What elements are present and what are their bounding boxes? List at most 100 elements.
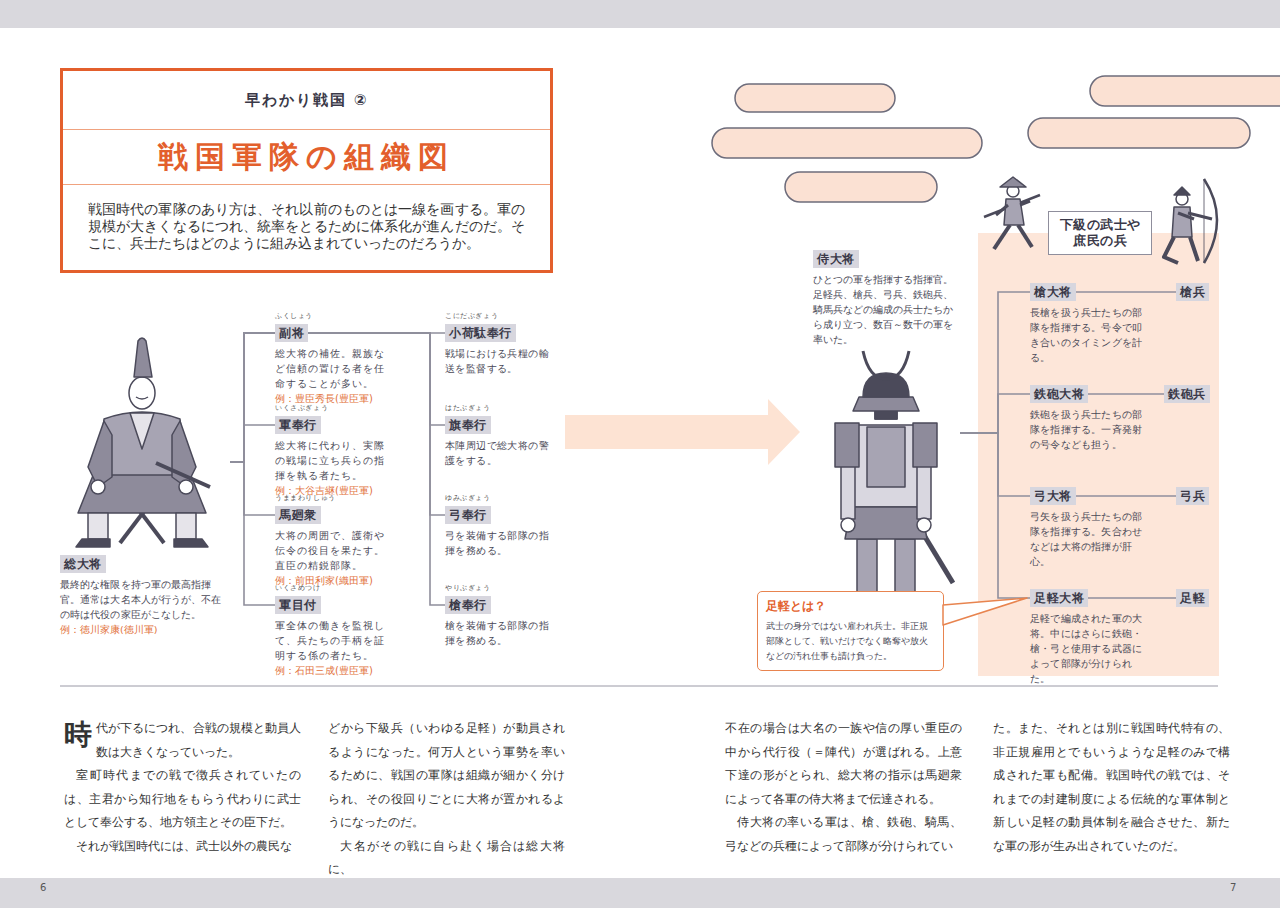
note-callout: 足軽とは？ 武士の身分ではない雇われ兵士。非正規部隊として、戦いだけでなく略奪や放…: [757, 591, 944, 671]
soldier-figures: [1000, 177, 1026, 187]
soldier-figures: [1204, 179, 1205, 263]
soldier-figures: [1020, 201, 1030, 205]
role-description: 長槍を扱う兵士たちの部隊を指揮する。号令で叩き合いのタイミングを計る。: [1030, 305, 1152, 365]
role-heading: 軍奉行: [275, 416, 321, 434]
role-description: 鉄砲を扱う兵士たちの部隊を指揮する。一斉発射の号令なども担う。: [1030, 407, 1152, 452]
org-box: 槍大将長槍を扱う兵士たちの部隊を指揮する。号令で叩き合いのタイミングを計る。: [1030, 281, 1152, 365]
org-box: 旗奉行本陣周辺で総大将の警護をする。: [445, 414, 557, 468]
role-description: 足軽で編成された軍の大将。中にはさらに鉄砲・槍・弓と使用する武器によって部隊が分…: [1030, 611, 1152, 686]
callout-pointer: [943, 598, 1027, 625]
role-description: 弓を装備する部隊の指揮を務める。: [445, 528, 557, 558]
cloud: [1090, 76, 1280, 106]
role-description: 総大将の補佐。親族など信頼の置ける者を任命することが多い。: [275, 346, 393, 391]
bottom-bar: [0, 878, 1280, 908]
org-connector: [230, 333, 275, 462]
commander-figure: [174, 539, 208, 547]
text-column: 不在の場合は大名の一族や信の厚い重臣の中から代行役（＝陣代）が選ばれる。上意下達…: [725, 716, 962, 857]
role-description: 最終的な権限を持つ軍の最高指揮官。通常は大名本人が行うが、不在の時は代役の家臣が…: [60, 577, 230, 622]
soldier-figures: [994, 225, 1010, 249]
samurai-figure: [835, 351, 953, 603]
cloud: [785, 172, 937, 202]
cloud: [712, 76, 1280, 202]
org-box: 足軽: [1176, 587, 1209, 607]
org-connector: [960, 433, 1030, 496]
samurai-figure: [813, 347, 960, 609]
samurai-figure: [853, 397, 919, 411]
role-heading: 弓奉行: [445, 506, 491, 524]
role-description: 武士の身分ではない雇われ兵士。非正規部隊として、戦いだけでなく略奪や放火などの汚…: [766, 618, 935, 663]
role-heading: 足軽: [1176, 589, 1209, 607]
role-heading: 槍兵: [1176, 283, 1209, 301]
furigana: ふくしょう: [275, 312, 313, 321]
org-connector: [1076, 495, 1177, 497]
soldier-figures: [1178, 213, 1194, 219]
role-heading: 副将: [275, 324, 308, 342]
page-number: 7: [1230, 881, 1236, 895]
samurai-figure: [835, 423, 859, 467]
article-paragraph: それが戦国時代には、武士以外の農民な: [64, 834, 301, 858]
title-frame: 早わかり戦国 ②戦国軍隊の組織図戦国時代の軍隊のあり方は、それ以前のものとは一線…: [60, 68, 553, 273]
org-box: 弓兵: [1176, 485, 1209, 505]
org-connector: [230, 425, 275, 462]
org-connector: [230, 333, 445, 462]
band-heading: 下級の武士や庶民の兵: [1048, 211, 1152, 255]
samurai-figure: [845, 507, 927, 539]
samurai-figure: [917, 465, 931, 519]
soldier-figures: [1018, 225, 1032, 247]
org-connector: [960, 433, 1030, 598]
commander-figure: [130, 413, 154, 449]
article-paragraph: 室町時代までの戦で徴兵されていたのは、主君から知行地をもらう代わりに武士として奉…: [64, 763, 301, 834]
org-connector: [230, 333, 445, 515]
commander-figure: [88, 513, 108, 539]
soldier-figures: [984, 177, 1217, 263]
org-box: 槍兵: [1176, 281, 1209, 301]
org-box: 足軽大将足軽で編成された軍の大将。中にはさらに鉄砲・槍・弓と使用する武器によって…: [1030, 587, 1152, 686]
cloud: [735, 84, 895, 112]
furigana: いくさぶぎょう: [275, 404, 328, 413]
soldier-figures: [1190, 237, 1198, 261]
role-heading: 弓大将: [1030, 487, 1076, 505]
furigana: うままわりしゅう: [275, 494, 336, 503]
article-paragraph: た。また、それとは別に戦国時代特有の、非正規雇用とでもいうような足軽のみで構成さ…: [993, 716, 1230, 857]
furigana: いくさめつけ: [275, 584, 321, 593]
furigana: はたぶぎょう: [445, 404, 491, 413]
role-description: 軍全体の働きを監視して、兵たちの手柄を証明する係の者たち。: [275, 618, 393, 663]
org-box: 軍奉行総大将に代わり、実際の戦場に立ち兵らの指揮を執る者たち。例：大谷吉継(豊臣…: [275, 414, 393, 498]
commander-figure: [179, 480, 193, 494]
org-box: 侍大将ひとつの軍を指揮する指揮官。足軽兵、槍兵、弓兵、鉄砲兵、騎馬兵などの編成の…: [813, 248, 960, 609]
org-box: 軍目付軍全体の働きを監視して、兵たちの手柄を証明する係の者たち。例：石田三成(豊…: [275, 594, 393, 678]
samurai-figure: [841, 465, 855, 519]
samurai-figure: [867, 427, 905, 487]
soldier-figures: [1174, 187, 1190, 195]
role-heading: 鉄砲兵: [1164, 385, 1210, 403]
cloud: [712, 128, 982, 158]
role-description: 総大将に代わり、実際の戦場に立ち兵らの指揮を執る者たち。: [275, 438, 393, 483]
furigana: やりぶぎょう: [445, 584, 491, 593]
text-column: 時代が下るにつれ、合戦の規模と動員人数は大きくなっていった。室町時代までの戦で徴…: [64, 716, 301, 857]
article-paragraph: 時代が下るにつれ、合戦の規模と動員人数は大きくなっていった。: [64, 716, 301, 763]
role-heading: 鉄砲大将: [1030, 385, 1088, 403]
samurai-figure: [913, 423, 937, 467]
samurai-figure: [863, 351, 909, 379]
org-box: 槍奉行槍を装備する部隊の指揮を務める。: [445, 594, 557, 648]
commander-figure: [88, 421, 112, 487]
org-box: 馬廻衆大将の周囲で、護衛や伝令の役目を果たす。直臣の精鋭部隊。例：前田利家(織田…: [275, 504, 393, 588]
soldier-figures: [1204, 179, 1217, 263]
org-connector: [1088, 393, 1164, 395]
role-heading: 馬廻衆: [275, 506, 321, 524]
callout-heading: 足軽とは？: [766, 598, 935, 614]
role-description: 戦場における兵糧の輸送を監督する。: [445, 346, 557, 376]
role-heading: 軍目付: [275, 596, 321, 614]
commander-figure: [76, 338, 210, 547]
role-heading: 槍大将: [1030, 283, 1076, 301]
org-box: 小荷駄奉行戦場における兵糧の輸送を監督する。: [445, 322, 557, 376]
role-heading: 小荷駄奉行: [445, 324, 516, 342]
role-heading: 侍大将: [813, 250, 859, 268]
samurai-figure: [841, 518, 855, 532]
samurai-figure: [863, 373, 909, 397]
soldier-figures: [996, 205, 1008, 215]
intro-text: 戦国時代の軍隊のあり方は、それ以前のものとは一線を画する。軍の規模が大きくなるに…: [63, 185, 550, 270]
org-box: 弓大将弓矢を扱う兵士たちの部隊を指揮する。矢合わせなどは大将の指揮が肝心。: [1030, 485, 1152, 569]
soldier-band: 下級の武士や庶民の兵槍大将長槍を扱う兵士たちの部隊を指揮する。号令で叩き合いのタ…: [978, 233, 1219, 676]
